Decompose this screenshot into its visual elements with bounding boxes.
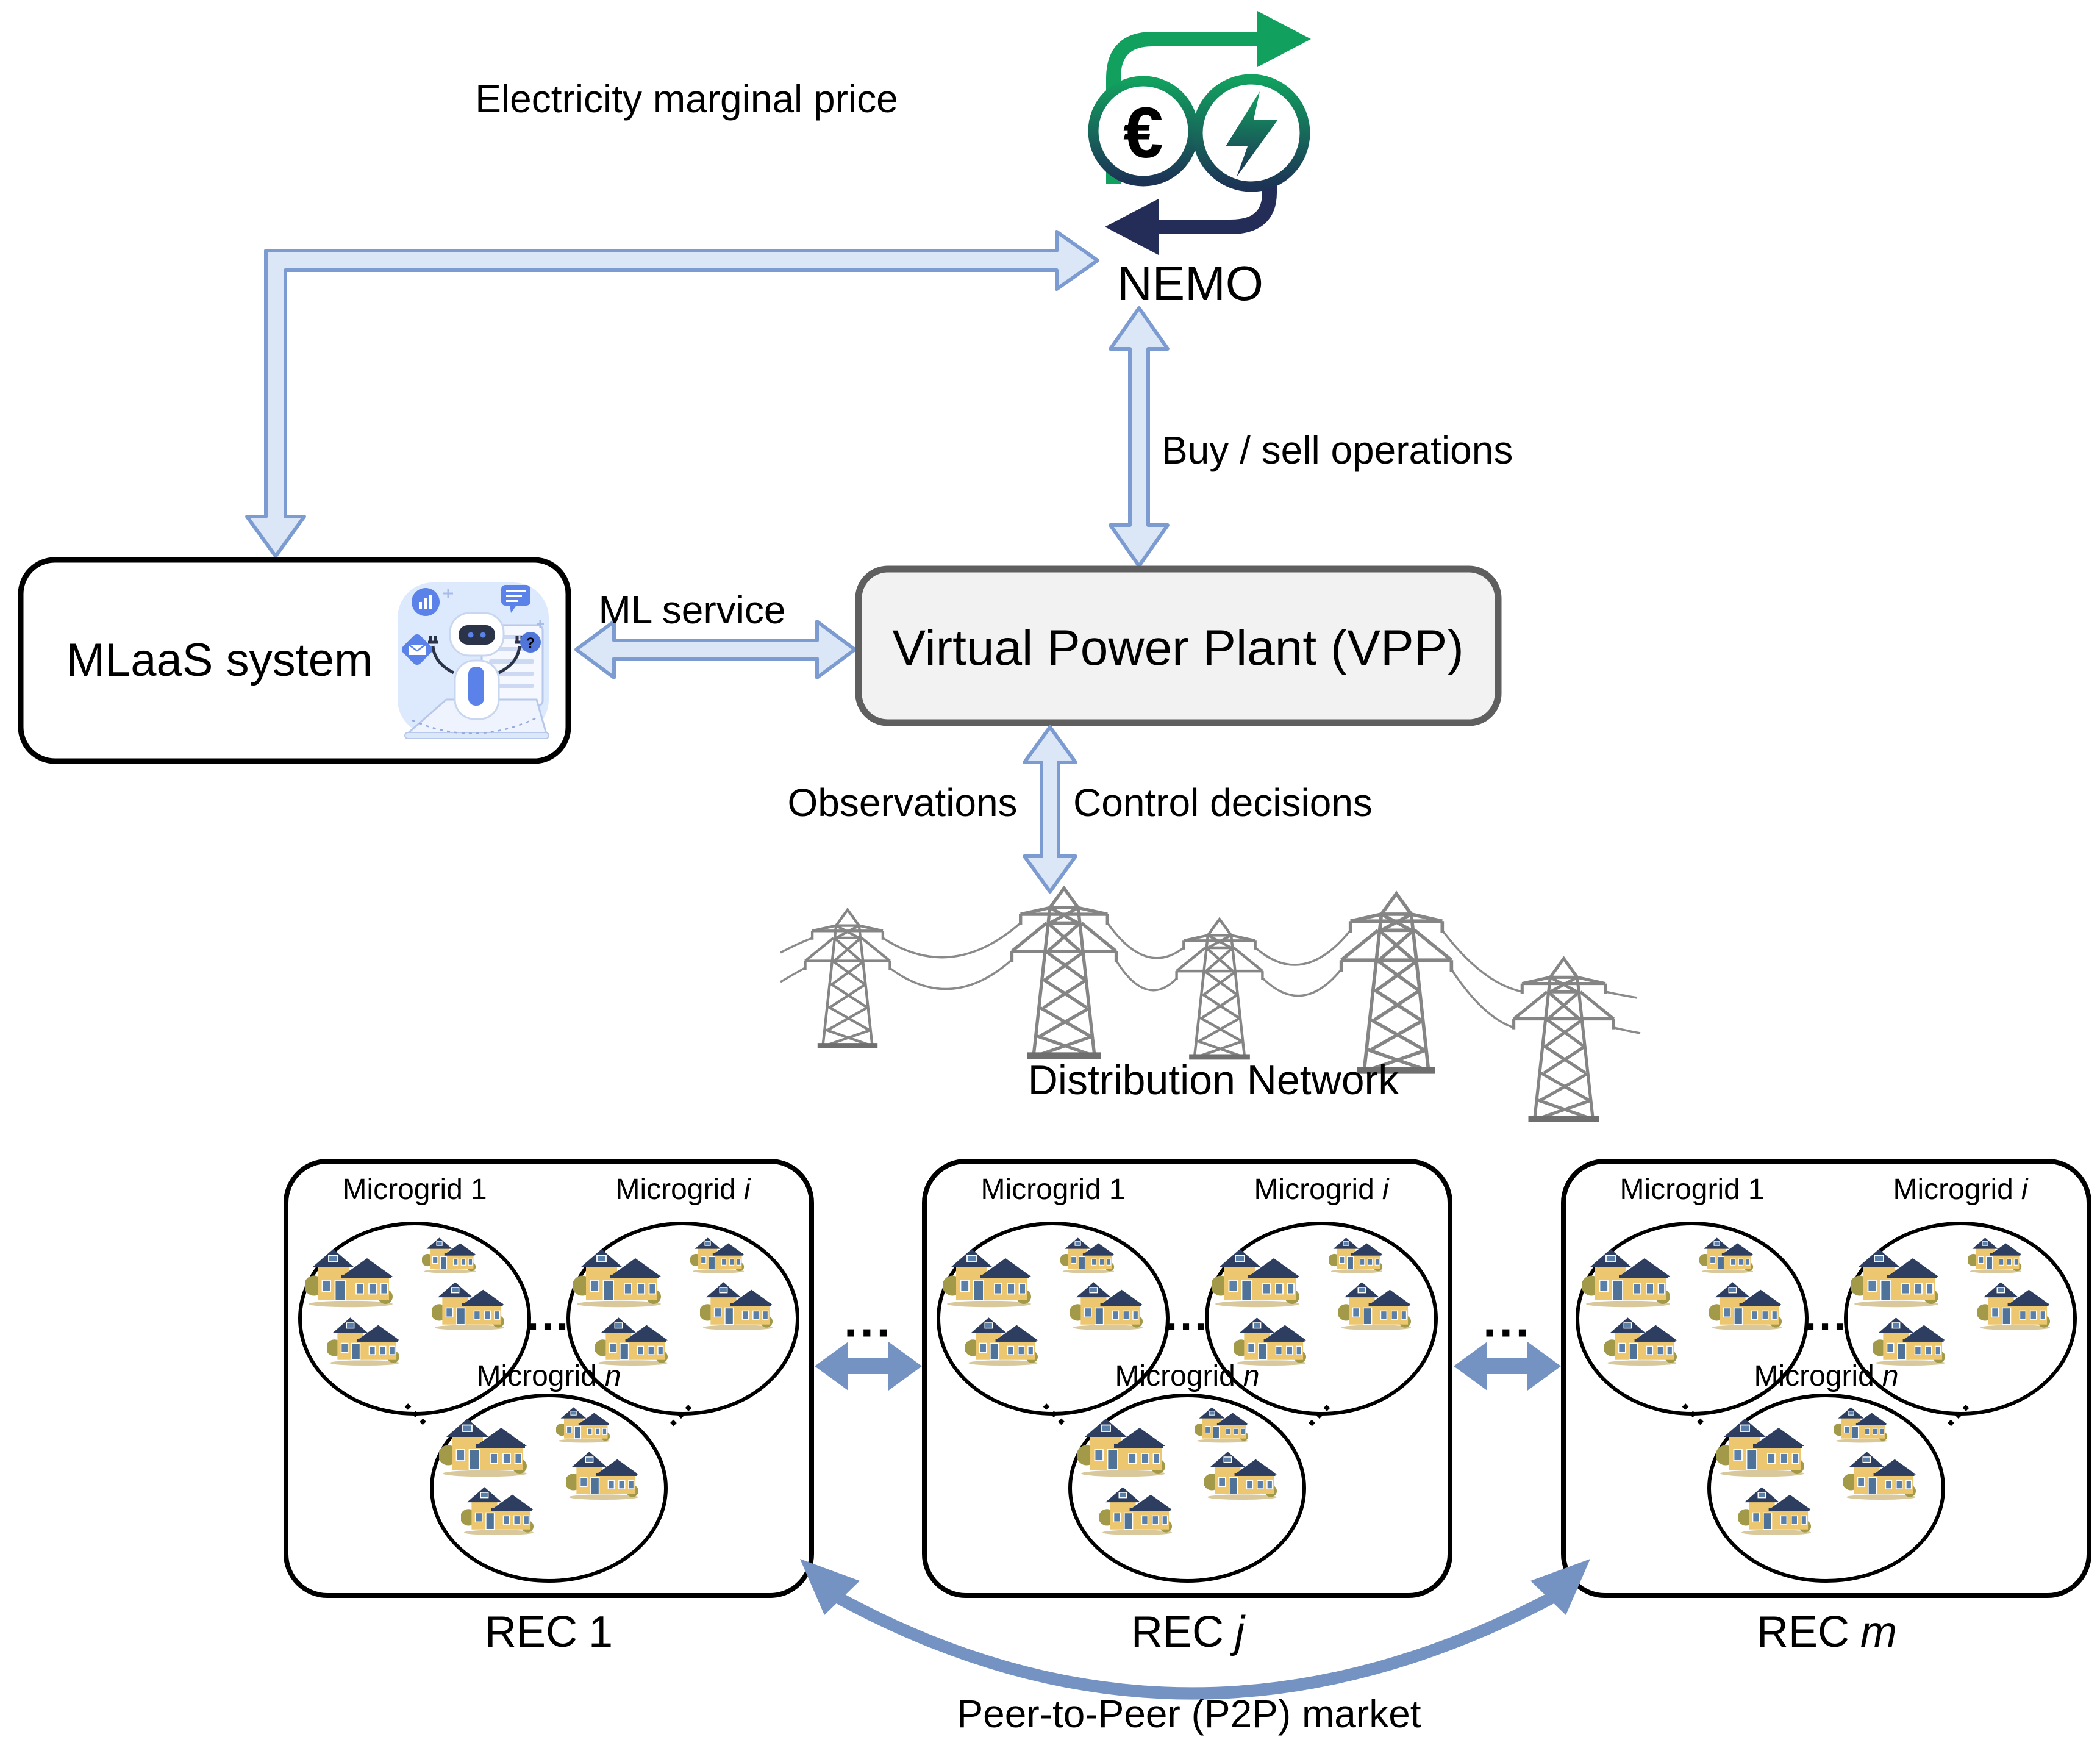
navy-arrowhead-icon — [1105, 199, 1159, 255]
ml-service-double-arrow — [574, 620, 857, 679]
rec-rec-double-arrow — [1454, 1342, 1561, 1391]
control-decisions-label: Control decisions — [1073, 781, 1373, 825]
ellipsis-dots: ··· — [1483, 1305, 1532, 1359]
p2p-curved-arrow — [800, 1559, 1590, 1700]
ellipsis-dots: ··· — [1804, 1303, 1848, 1352]
transmission-tower-icon — [1341, 894, 1452, 1070]
green-arrowhead-icon — [1257, 11, 1311, 67]
vpp-box — [855, 565, 1502, 726]
vpp-label: Virtual Power Plant (VPP) — [892, 620, 1463, 676]
distribution-network-illustration — [780, 888, 1641, 1119]
transmission-tower-icon — [805, 910, 890, 1046]
transmission-tower-icon — [1514, 959, 1614, 1119]
transmission-tower-icon — [1177, 919, 1263, 1057]
question-badge-icon — [520, 632, 541, 653]
buy-sell-operations-label: Buy / sell operations — [1162, 428, 1513, 472]
ellipsis-dots: ··· — [844, 1305, 893, 1359]
ml-service-label: ML service — [598, 588, 785, 632]
lightning-icon — [1226, 91, 1278, 177]
rec-rec-double-arrow — [815, 1342, 922, 1391]
ellipsis-dots: ··· — [1165, 1303, 1209, 1352]
electricity-marginal-price-label: Electricity marginal price — [475, 77, 898, 121]
distribution-network-label: Distribution Network — [1028, 1057, 1399, 1103]
nemo-label: NEMO — [1117, 256, 1263, 310]
question-mark: ? — [526, 635, 535, 651]
nemo-exchange-icon: € — [1088, 11, 1311, 255]
p2p-market-label: Peer-to-Peer (P2P) market — [957, 1692, 1421, 1736]
vpp-grid-double-arrow — [1023, 725, 1077, 894]
navy-arrow-icon — [1159, 183, 1277, 234]
green-arrow-icon — [1106, 32, 1263, 184]
transmission-tower-icon — [1012, 888, 1116, 1055]
ellipsis-dots: ··· — [527, 1303, 571, 1352]
electricity-price-elbow-arrow — [245, 230, 1099, 558]
euro-icon: € — [1123, 93, 1163, 173]
robot-mlaas-icon: ? — [398, 582, 549, 739]
mlaas-label: MLaaS system — [66, 634, 373, 686]
nemo-vpp-double-arrow — [1109, 306, 1170, 568]
observations-label: Observations — [787, 781, 1017, 825]
